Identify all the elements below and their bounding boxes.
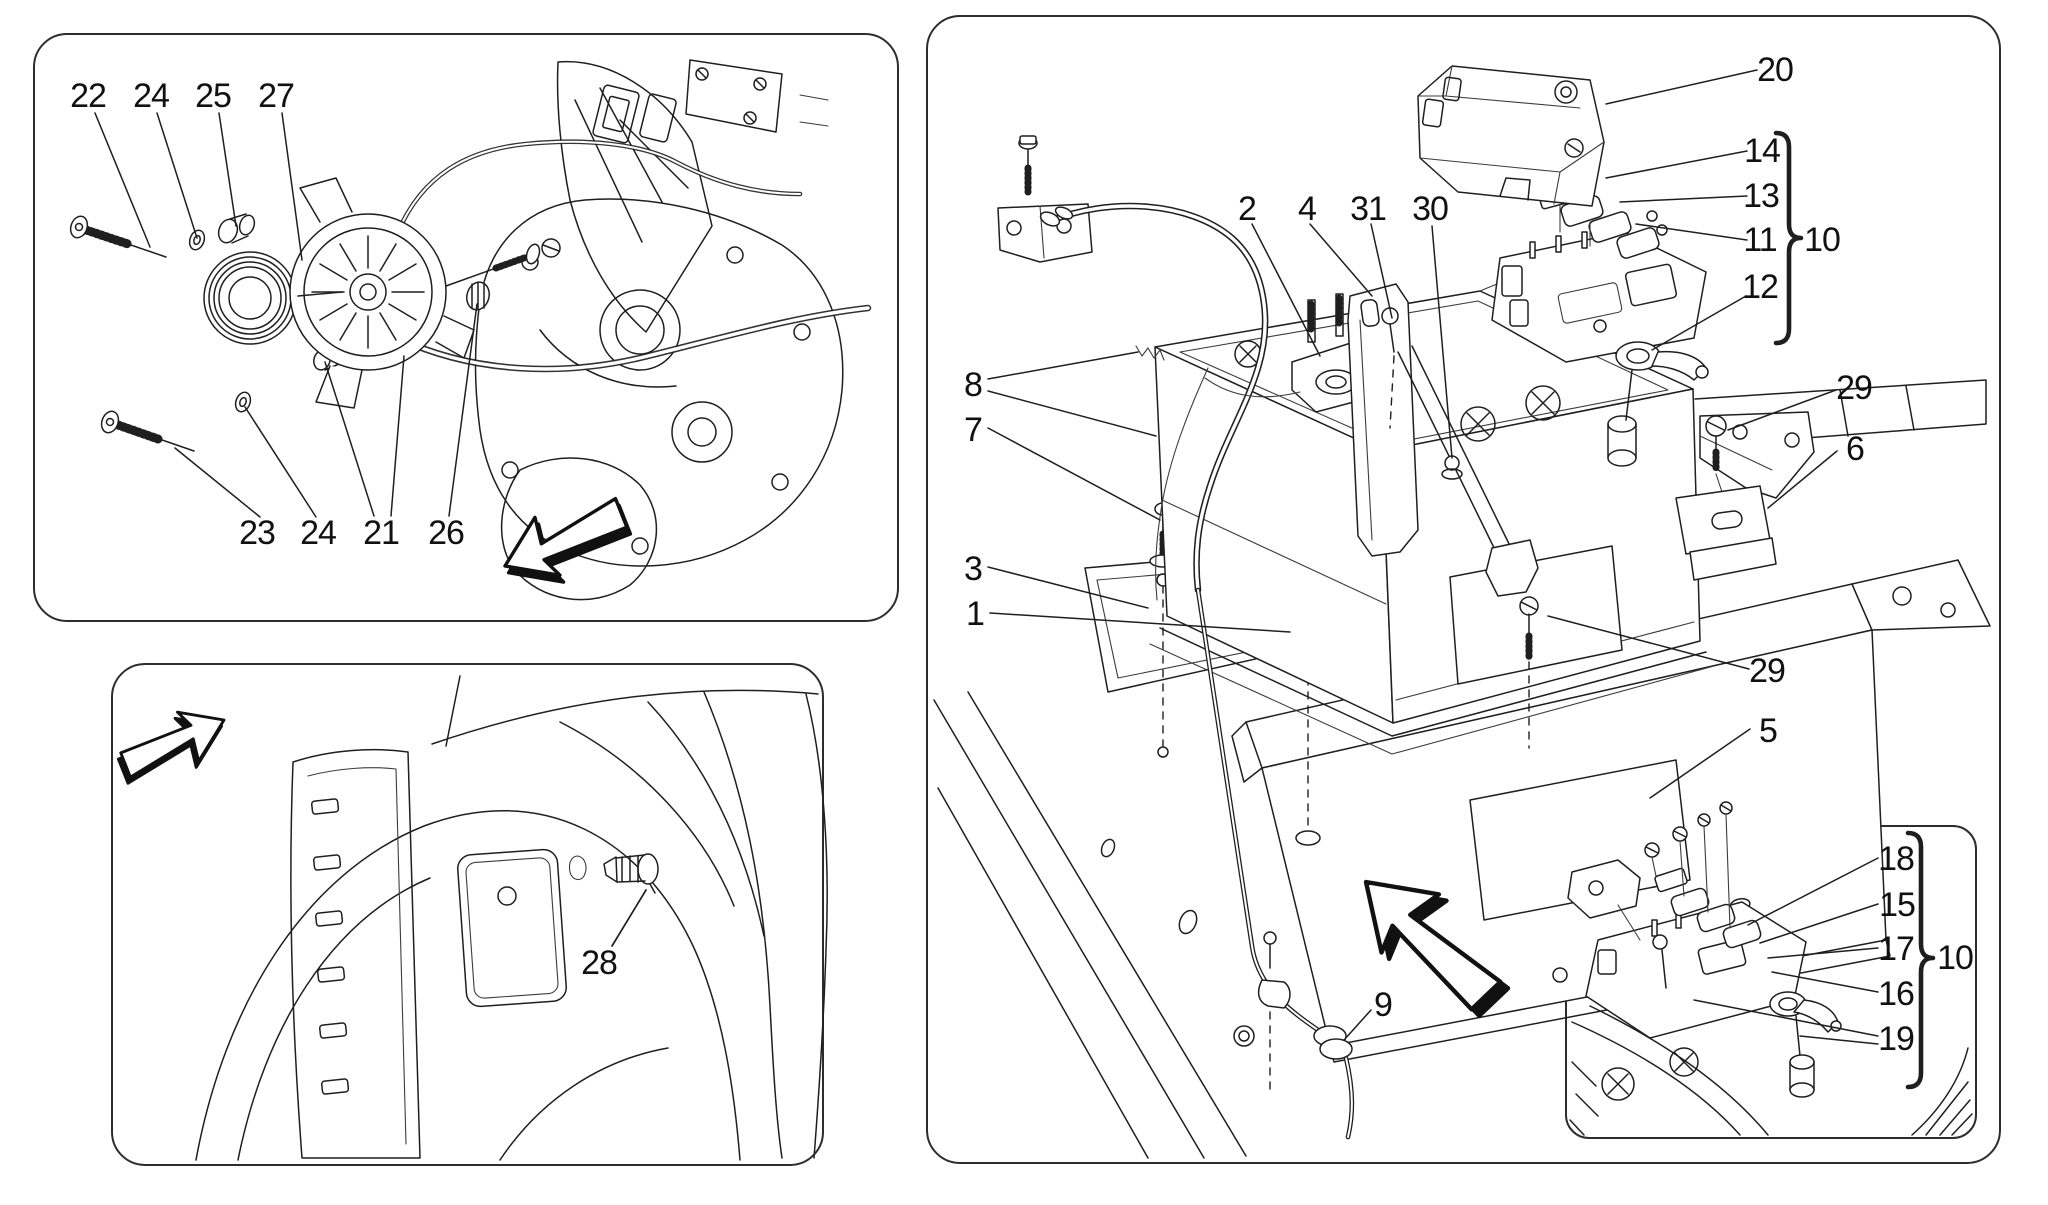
up-right-arrow-icon [116, 710, 226, 785]
part-label-28: 28 [581, 944, 618, 982]
part-label-23: 23 [239, 514, 276, 552]
trunk-body-lines [195, 675, 828, 1161]
part-label-4: 4 [1298, 190, 1317, 228]
part-label-1: 1 [966, 595, 985, 633]
trunk-panel-frame [111, 663, 824, 1166]
part-label-25: 25 [195, 77, 232, 115]
part-label-7: 7 [964, 411, 983, 449]
inset-group-brace [1905, 830, 1936, 1090]
part-label-31: 31 [1350, 190, 1387, 228]
support-bracket-4 [1347, 283, 1539, 597]
engine-background [474, 60, 844, 601]
part-label-29-b: 29 [1749, 652, 1786, 690]
battery-panel-frame [926, 15, 2001, 1164]
part-label-30: 30 [1412, 190, 1449, 228]
part-label-2: 2 [1238, 190, 1257, 228]
trunk-trim-panel [290, 748, 421, 1159]
mounting-hardware [69, 213, 490, 452]
part-label-13: 13 [1743, 177, 1780, 215]
part-label-24-a: 24 [133, 77, 170, 115]
alternator-panel-frame [33, 33, 899, 622]
part-label-15: 15 [1879, 886, 1916, 924]
part-label-11: 11 [1743, 221, 1777, 259]
part-label-12: 12 [1742, 268, 1779, 306]
sensor-part-28 [568, 853, 659, 894]
inset-fusebox [1567, 801, 1842, 1098]
part-label-8: 8 [964, 366, 983, 404]
bracket-and-bolt-29 [1675, 411, 1815, 581]
inset-drawing [1567, 801, 1973, 1136]
part-label-14: 14 [1744, 132, 1781, 170]
down-left-arrow-icon [503, 496, 633, 584]
part-label-26: 26 [428, 514, 465, 552]
part-label-5: 5 [1759, 712, 1778, 750]
inset-leader-lines [1693, 857, 1879, 1045]
alternator-drawing [69, 59, 872, 601]
part-label-27: 27 [258, 77, 295, 115]
part-label-16: 16 [1878, 975, 1915, 1013]
part-label-29-a: 29 [1836, 369, 1873, 407]
up-left-arrow-icon [1363, 879, 1511, 1018]
part-label-21: 21 [363, 514, 400, 552]
pulley [203, 251, 297, 345]
part-label-18: 18 [1878, 840, 1915, 878]
floor-lines [933, 379, 1987, 1159]
lower-bolt-29 [1519, 596, 1539, 749]
battery-cover-20 [1417, 65, 1605, 207]
trunk-leader-line [611, 889, 647, 947]
alternator-leader-lines [94, 112, 478, 518]
battery-leader-lines [987, 69, 1838, 1041]
part-label-22: 22 [70, 77, 107, 115]
alternator-body [289, 177, 561, 409]
part-label-6: 6 [1846, 430, 1865, 468]
access-cover [457, 848, 567, 1008]
ground-cable [997, 135, 1355, 1140]
inset-battery-corner [1569, 1005, 1973, 1136]
part-label-19: 19 [1878, 1020, 1915, 1058]
part-label-24-b: 24 [300, 514, 337, 552]
part-label-3: 3 [964, 550, 983, 588]
trunk-drawing [116, 675, 828, 1161]
part-label-17: 17 [1878, 930, 1915, 968]
part-label-10-main: 10 [1804, 221, 1841, 259]
part-label-10-inset: 10 [1937, 939, 1974, 977]
fuse-group-brace [1773, 130, 1804, 346]
part-label-20: 20 [1757, 51, 1794, 89]
part-label-9: 9 [1374, 986, 1393, 1024]
wiring-harness [395, 59, 829, 235]
